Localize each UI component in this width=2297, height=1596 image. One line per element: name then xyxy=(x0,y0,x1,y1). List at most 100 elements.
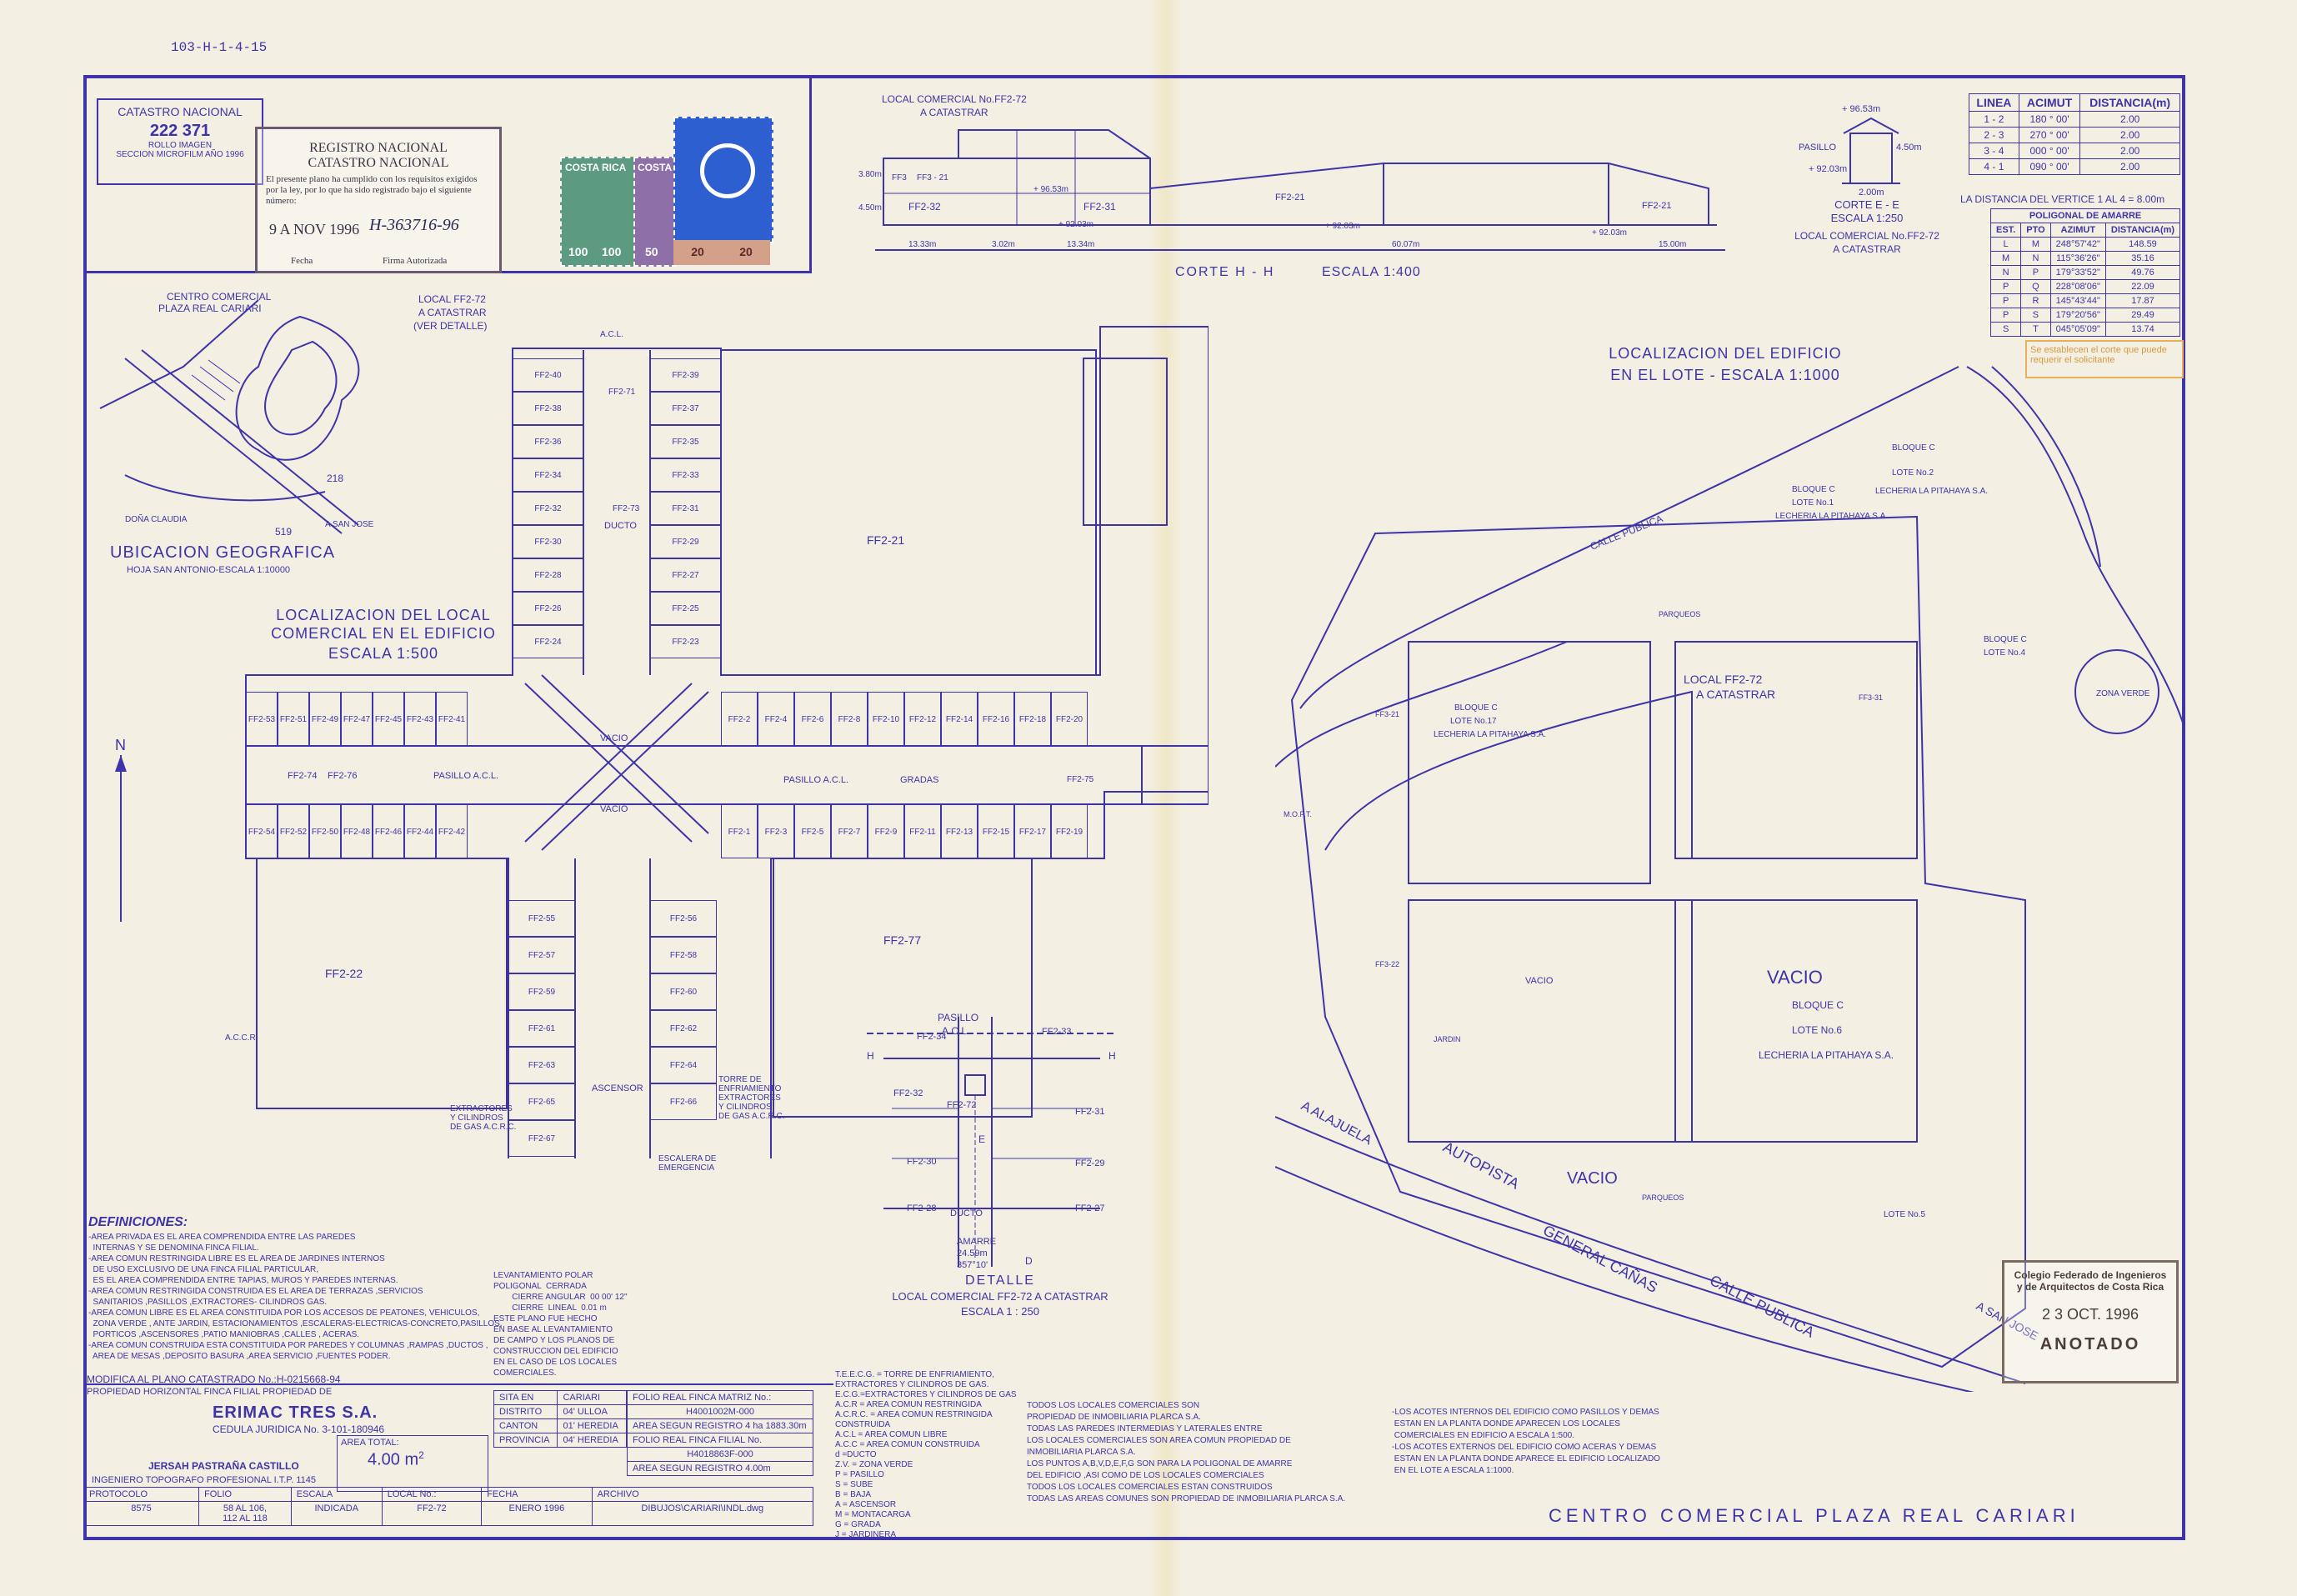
plan-accr: A.C.C.R xyxy=(225,1033,256,1043)
plan-unit: FF2-31 xyxy=(650,492,721,525)
poligonal-cell: N xyxy=(1989,265,2022,280)
colegio-stamp: Colegio Federado de Ingenieros y de Arqu… xyxy=(2002,1260,2179,1383)
text-line: -LOS ACOTES INTERNOS DEL EDIFICIO COMO P… xyxy=(1392,1408,1659,1417)
plan-ff276: FF2-76 xyxy=(328,771,358,781)
north-arrow-icon xyxy=(115,755,127,922)
det-u32: FF2-32 xyxy=(893,1088,923,1098)
poligonal-cell: R xyxy=(2020,293,2051,308)
poligonal-cell: P xyxy=(1989,279,2022,294)
text-line: EN EL CASO DE LOS LOCALES xyxy=(493,1358,618,1367)
tb-folio-v2: 112 AL 118 xyxy=(223,1513,268,1523)
poligonal-cell: S xyxy=(1989,322,2022,337)
text-line: ESTE PLANO FUE HECHO xyxy=(493,1314,598,1323)
lote-local1: LOCAL FF2-72 xyxy=(1684,673,1763,686)
ubicacion-map: CENTRO COMERCIAL PLAZA REAL CARIARI 218 … xyxy=(99,291,374,538)
lote-ff5-21: FF3-21 xyxy=(1375,710,1399,718)
text-line: -AREA PRIVADA ES EL AREA COMPRENDIDA ENT… xyxy=(88,1233,356,1242)
plan-unit: FF2-50 xyxy=(309,804,341,858)
text-line: AREA DE MESAS ,DEPOSITO BASURA ,AREA SER… xyxy=(88,1352,391,1361)
tb-cedula: CEDULA JURIDICA No. 3-101-180946 xyxy=(213,1423,385,1435)
text-line: S = SUBE xyxy=(835,1480,873,1489)
lote-lech2: LECHERIA LA PITAHAYA S.A. xyxy=(1759,1049,1894,1061)
corte-lvl1: + 92.03m xyxy=(1058,220,1093,229)
text-line: LOS PUNTOS A,B,V,D,E,F,G SON PARA LA POL… xyxy=(1027,1459,1293,1468)
det-u31: FF2-31 xyxy=(1075,1107,1105,1117)
plan-unit: FF2-27 xyxy=(650,558,721,592)
det-ducto: DUCTO xyxy=(950,1208,983,1218)
plan-unit: FF2-9 xyxy=(868,804,904,858)
corte-hh-title1: LOCAL COMERCIAL No.FF2-72 xyxy=(882,93,1027,105)
text-line: CONSTRUIDA xyxy=(835,1420,891,1429)
lote-title1: LOCALIZACION DEL EDIFICIO xyxy=(1609,345,1842,362)
text-line: P = PASILLO xyxy=(835,1470,884,1479)
abbrev-text: T.E.E.C.G. = TORRE DE ENFRIAMIENTO,EXTRA… xyxy=(835,1370,1017,1540)
plan-unit: FF2-19 xyxy=(1051,804,1088,858)
corte-d4: 60.07m xyxy=(1392,240,1419,249)
lote-bloque-c3: BLOQUE C xyxy=(1892,443,1935,453)
fiscal-stamp-red-1: 20 xyxy=(673,240,722,265)
tb-canton-v: 01' HEREDIA xyxy=(557,1418,627,1433)
tb-protocolo: PROTOCOLO xyxy=(83,1487,200,1502)
paper-fold xyxy=(1148,0,1182,1596)
text-line: A.C.C = AREA COMUN CONSTRUIDA xyxy=(835,1440,980,1449)
tb-archivo: ARCHIVO xyxy=(591,1487,814,1502)
plan-unit: FF2-55 xyxy=(508,900,575,937)
ubic-n218: 218 xyxy=(327,473,343,484)
text-line: T.E.E.C.G. = TORRE DE ENFRIAMIENTO, xyxy=(835,1370,994,1379)
tb-area-reg-v: 4 ha 1883.30m xyxy=(745,1421,807,1431)
plan-unit: FF2-14 xyxy=(941,692,978,746)
poligonal-cell: 17.87 xyxy=(2104,293,2181,308)
corte-ee-title: CORTE E - E xyxy=(1834,198,1899,211)
plan-unit: FF2-39 xyxy=(650,358,721,392)
catastro-line2: SECCION MICROFILM AÑO 1996 xyxy=(116,150,244,159)
text-line: A.C.R.C. = AREA COMUN RESTRINGIDA xyxy=(835,1410,993,1419)
text-line: ESTAN EN LA PLANTA DONDE APARECEN LOS LO… xyxy=(1392,1419,1620,1428)
tb-provincia-v: 04' HEREDIA xyxy=(557,1433,627,1448)
plan-ff271: FF2-71 xyxy=(608,388,636,397)
linea-th-0: LINEA xyxy=(1969,93,2019,112)
plan-unit: FF2-53 xyxy=(246,692,278,746)
drawing-frame xyxy=(83,75,2185,1540)
text-line: E.C.G.=EXTRACTORES Y CILINDROS DE GAS xyxy=(835,1390,1017,1399)
tb-folio-table: FOLIO REAL FINCA MATRIZ No.: H4001002M-0… xyxy=(627,1390,813,1476)
tb-sita: SITA EN xyxy=(493,1390,558,1405)
plan-ff275: FF2-75 xyxy=(1067,775,1094,784)
plan-ff273: FF2-73 xyxy=(613,504,640,513)
text-line: TODAS LAS PAREDES INTERMEDIAS Y LATERALE… xyxy=(1027,1424,1263,1433)
stamp-green-v1: 100 xyxy=(568,245,588,258)
stamp-blue-seal-icon xyxy=(700,143,755,198)
plan-gradas: GRADAS xyxy=(900,775,939,785)
corte-lvl3: + 92.03m xyxy=(1592,228,1627,238)
ubic-sub: HOJA SAN ANTONIO-ESCALA 1:10000 xyxy=(127,565,291,575)
notes-right-text: -LOS ACOTES INTERNOS DEL EDIFICIO COMO P… xyxy=(1392,1407,1660,1477)
lote-lote1: LOTE No.17 xyxy=(1450,717,1497,726)
registro-title2: CATASTRO NACIONAL xyxy=(308,156,449,170)
lote-lech3: LECHERIA LA PITAHAYA S.A. xyxy=(1875,487,1988,496)
poligonal-cell: N xyxy=(2020,251,2051,266)
tb-folio: FOLIO xyxy=(198,1487,292,1502)
plan-unit: FF2-24 xyxy=(513,625,583,658)
plan-unit: FF2-23 xyxy=(650,625,721,658)
plan-vacio-2: VACIO xyxy=(600,804,628,814)
det-u27: FF2-27 xyxy=(1075,1203,1105,1213)
header-divider-v xyxy=(809,75,812,273)
lote-calle: CALLE PUBLICA xyxy=(1707,1272,1817,1341)
text-line: CONSTRUCCION DEL EDIFICIO xyxy=(493,1347,618,1356)
registro-date: 9 A NOV 1996 xyxy=(269,221,360,238)
corte-u5: FF3 xyxy=(892,173,907,183)
plan-unit: FF2-2 xyxy=(721,692,758,746)
tb-local-v: FF2-72 xyxy=(381,1501,483,1526)
plan-unit: FF2-45 xyxy=(373,692,404,746)
plan-unit: FF2-61 xyxy=(508,1010,575,1047)
fiscal-stamp-red-2: 20 xyxy=(722,240,770,265)
tb-provincia: PROVINCIA xyxy=(493,1433,558,1448)
lote-jardin: JARDIN xyxy=(1434,1035,1461,1043)
ubic-title: UBICACION GEOGRAFICA xyxy=(110,543,336,562)
tb-folio-matriz-v: H4001002M-000 xyxy=(627,1404,813,1419)
plan-unit: FF2-67 xyxy=(508,1120,575,1157)
lote-drawing: CALLE PUBLICA LOCAL FF2-72 A CATASTRAR B… xyxy=(1275,366,2184,1392)
